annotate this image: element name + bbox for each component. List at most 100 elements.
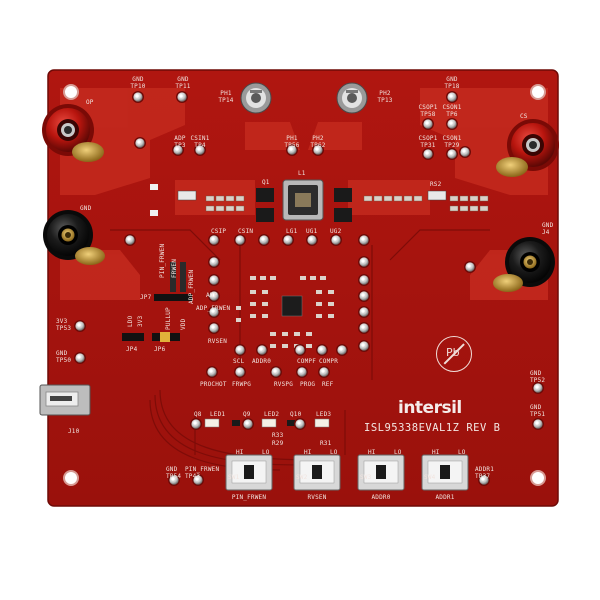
test-point-pad[interactable] <box>478 474 490 486</box>
test-point-pad[interactable] <box>234 344 246 356</box>
label-pullup: PULLUP <box>165 307 172 330</box>
label-compr: COMPR <box>319 358 339 365</box>
test-point-pad[interactable] <box>270 366 282 378</box>
slide-switch-sw2[interactable] <box>293 454 341 491</box>
test-point-pad[interactable] <box>206 366 218 378</box>
test-point-pad[interactable] <box>358 322 370 334</box>
label-sw3: SW3 <box>360 474 372 481</box>
label-sw3-lo: LO <box>394 449 402 456</box>
test-point-pad[interactable] <box>256 344 268 356</box>
label-ldo: LDO <box>127 315 134 327</box>
label-led1: LED1 <box>210 411 226 418</box>
test-point-pad[interactable] <box>124 234 136 246</box>
label-q1: Q1 <box>262 179 270 186</box>
test-point-pad[interactable] <box>190 418 202 430</box>
test-point-pad[interactable] <box>132 91 144 103</box>
label-sw2: SW2 <box>296 474 308 481</box>
jumper-jp4[interactable] <box>122 333 144 341</box>
test-point-pad[interactable] <box>306 234 318 246</box>
black-binding-post-right[interactable] <box>493 237 555 292</box>
test-point-pad[interactable] <box>208 306 220 318</box>
test-point-pad[interactable] <box>318 366 330 378</box>
test-point-pad[interactable] <box>294 418 306 430</box>
test-point-pad[interactable] <box>208 274 220 286</box>
test-point-pad[interactable] <box>286 144 298 156</box>
label-pin-frwen: PIN_FRWEN <box>159 243 166 278</box>
test-point-pad[interactable] <box>194 144 206 156</box>
board-name: ISL95338EVAL1Z REV B <box>364 422 501 434</box>
label-sw4: SW4 <box>424 474 436 481</box>
phase-jack-ph2[interactable] <box>336 82 368 114</box>
test-point-pad[interactable] <box>258 234 270 246</box>
label-op: OP <box>86 99 94 106</box>
slide-switch-sw1[interactable] <box>225 454 273 491</box>
test-point-pad[interactable] <box>208 322 220 334</box>
test-point-pad[interactable] <box>208 234 220 246</box>
test-point-pad[interactable] <box>358 306 370 318</box>
label-ug2: UG2 <box>330 228 342 235</box>
test-point-pad[interactable] <box>358 256 370 268</box>
test-point-pad[interactable] <box>296 366 308 378</box>
label-j10: J10 <box>68 428 80 435</box>
test-point-pad[interactable] <box>446 91 458 103</box>
test-point-pad[interactable] <box>312 144 324 156</box>
test-points <box>74 91 544 486</box>
test-point-pad[interactable] <box>464 261 476 273</box>
test-point-pad[interactable] <box>358 340 370 352</box>
passive-row-left <box>205 195 245 212</box>
label-frwen: FRWEN <box>171 258 178 278</box>
test-point-pad[interactable] <box>532 382 544 394</box>
red-binding-post-right[interactable] <box>496 119 559 177</box>
test-point-pad[interactable] <box>172 144 184 156</box>
led-row <box>204 418 330 428</box>
slide-switch-sw4[interactable] <box>421 454 469 491</box>
slide-switch-sw3[interactable] <box>357 454 405 491</box>
test-point-pad[interactable] <box>234 366 246 378</box>
label-switch-rvsen: RVSEN <box>307 494 327 501</box>
test-point-pad[interactable] <box>459 146 471 158</box>
test-point-pad[interactable] <box>242 418 254 430</box>
test-point-pad[interactable] <box>176 91 188 103</box>
test-point-pad[interactable] <box>294 344 306 356</box>
jumper-jp6[interactable] <box>152 332 180 342</box>
test-point-pad[interactable] <box>234 234 246 246</box>
label-cs: CS <box>520 113 528 120</box>
test-point-pad[interactable] <box>74 352 86 364</box>
test-point-pad[interactable] <box>422 118 434 130</box>
label-switch-addr1: ADDR1 <box>435 494 455 501</box>
test-point-pad[interactable] <box>422 148 434 160</box>
test-point-pad[interactable] <box>532 418 544 430</box>
test-point-pad[interactable] <box>168 474 180 486</box>
jumper-jp7[interactable] <box>154 262 192 301</box>
red-binding-post-left[interactable] <box>42 104 104 162</box>
usb-connector-j10[interactable] <box>39 384 91 416</box>
test-point-pad[interactable] <box>330 234 342 246</box>
phase-jack-ph1[interactable] <box>240 82 272 114</box>
label-rvsen: RVSEN <box>208 338 228 345</box>
test-point-pad[interactable] <box>208 256 220 268</box>
label-vdd: VDD <box>180 318 187 330</box>
test-point-pad[interactable] <box>316 344 328 356</box>
test-point-pad[interactable] <box>358 274 370 286</box>
test-point-pad[interactable] <box>74 320 86 332</box>
test-point-pad[interactable] <box>134 137 146 149</box>
test-point-pad[interactable] <box>192 474 204 486</box>
test-point-pad[interactable] <box>358 290 370 302</box>
test-point-pad[interactable] <box>446 148 458 160</box>
label-r29: R29 <box>272 440 284 447</box>
black-binding-post-left[interactable] <box>43 210 105 265</box>
test-point-pad[interactable] <box>336 344 348 356</box>
label-switch-addr0: ADDR0 <box>371 494 391 501</box>
test-point-pad[interactable] <box>282 234 294 246</box>
test-point-pad[interactable] <box>358 234 370 246</box>
test-point-pad[interactable] <box>208 290 220 302</box>
test-point-pad[interactable] <box>446 118 458 130</box>
